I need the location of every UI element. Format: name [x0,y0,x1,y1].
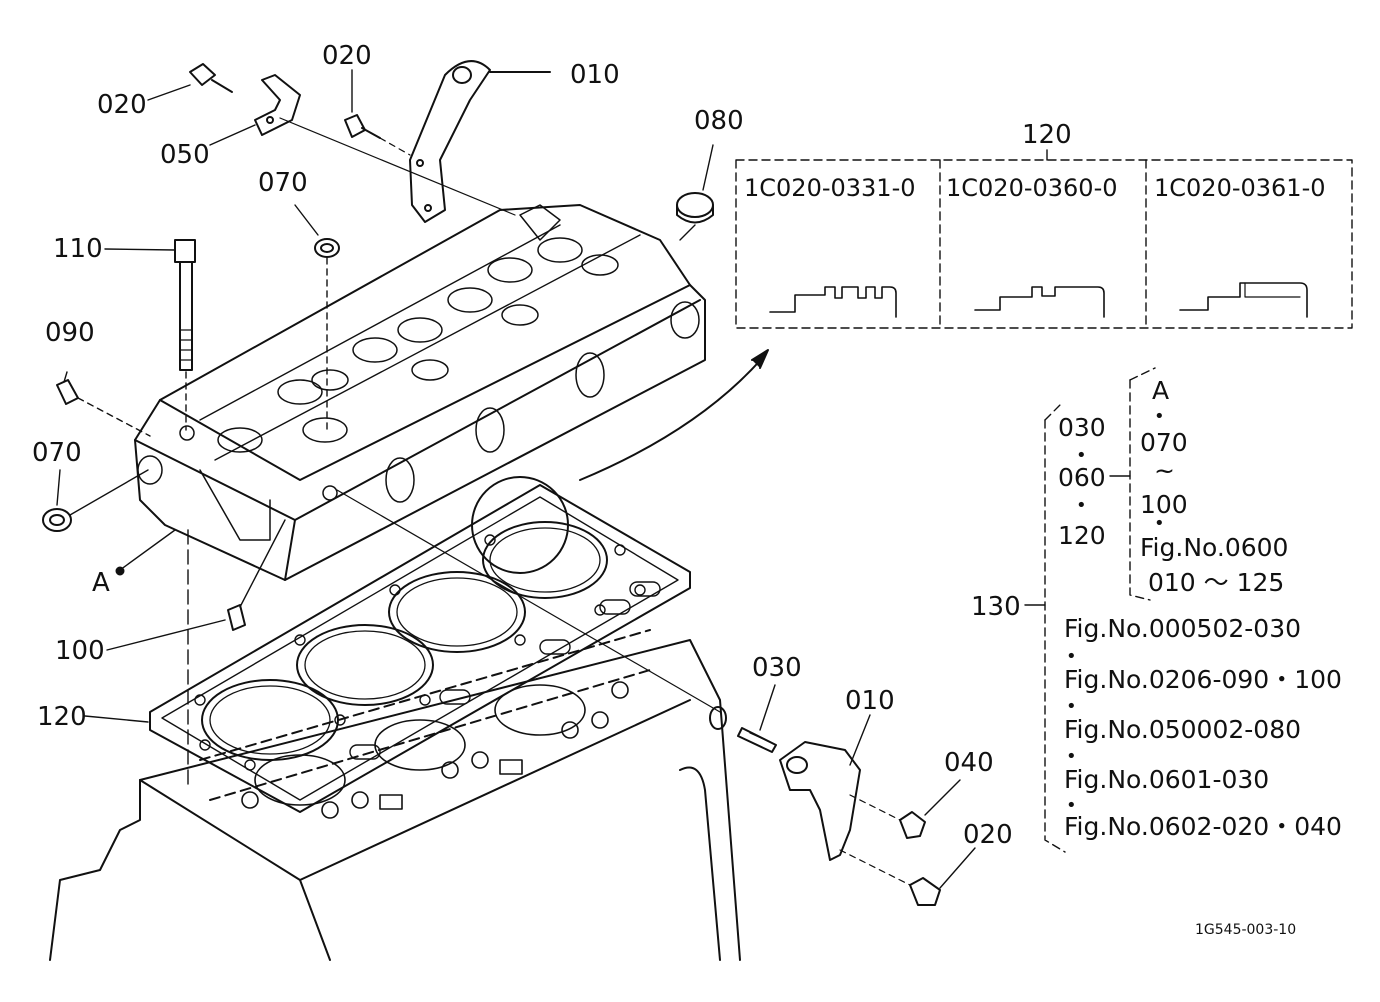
leader-lines [56,69,1046,889]
bolt-020-top-mid [344,114,411,156]
callout-120-left: 120 [37,702,87,732]
set-note-bracket-5: Fig.No.0600 [1140,533,1289,562]
set-note-fig-4: Fig.No.0601-030 [1064,765,1270,794]
seal-070-top [314,238,340,431]
detail-circle [471,476,569,574]
set-note-inner-3: 120 [1058,521,1106,550]
separator-dot: • [1076,495,1087,516]
bracket-050 [254,74,516,216]
callout-010-top: 010 [570,60,620,90]
set-note-bracket-1: A [1152,376,1170,405]
gasket-part-number-3: 1C020-0361-0 [1154,174,1326,202]
callout-090: 090 [45,318,95,348]
set-note-bracket-3: ~ [1154,456,1175,485]
callout-020-top-mid: 020 [322,41,372,71]
separator-dot: • [1066,795,1077,816]
point-a-marker [115,566,125,576]
set-notes-brackets [1044,367,1156,853]
callout-030: 030 [752,653,802,683]
bracket-010-bottom [336,489,861,861]
set-note-bracket-6: 010 ～ 125 [1148,568,1285,597]
callout-020-top-left: 020 [97,90,147,120]
gasket-part-number-2: 1C020-0360-0 [946,174,1118,202]
set-note-inner-1: 030 [1058,413,1106,442]
callout-a: A [92,568,110,598]
gasket-part-number-1: 1C020-0331-0 [744,174,916,202]
stud-030 [737,727,777,753]
seal-070-left [42,469,149,532]
set-note-inner-2: 060 [1058,463,1106,492]
nut-040 [849,794,926,839]
set-note-bracket-2: 070 [1140,428,1188,457]
engine-block-bores [241,681,629,819]
drawing-id: 1G545-003-10 [1195,922,1297,938]
callout-050: 050 [160,140,210,170]
gasket-options-box [735,159,1353,329]
callout-130: 130 [971,592,1021,622]
detail-arrow-head [751,349,769,369]
gasket-options-label: 120 [1022,120,1072,150]
callout-040: 040 [944,748,994,778]
separator-dot: • [1066,696,1077,717]
gasket-profile-1 [769,286,897,318]
separator-dot: • [1154,513,1165,534]
callout-070-top: 070 [258,168,308,198]
cylinder-head [134,204,706,581]
bolt-020-bottom [839,849,941,906]
bolt-020-top-left [189,63,233,93]
plug-080 [676,192,714,241]
callout-080: 080 [694,106,744,136]
callout-110: 110 [53,234,103,264]
callout-070-left: 070 [32,438,82,468]
separator-dot: • [1066,746,1077,767]
plug-100 [227,519,286,631]
separator-dot: • [1066,646,1077,667]
separator-dot: • [1076,445,1087,466]
set-note-fig-3: Fig.No.050002-080 [1064,715,1301,744]
bolt-110 [174,239,196,791]
separator-dot: • [1154,406,1165,427]
bracket-010-top [409,60,551,223]
set-note-fig-1: Fig.No.000502-030 [1064,614,1301,643]
head-gasket [149,484,691,813]
callout-020-bottom: 020 [963,820,1013,850]
gasket-profile-3 [1179,282,1308,318]
detail-arrow [579,354,766,481]
stud-090 [56,379,151,437]
set-note-fig-2: Fig.No.0206-090・100 [1064,665,1342,694]
callout-010-bottom: 010 [845,686,895,716]
set-note-fig-5: Fig.No.0602-020・040 [1064,812,1342,841]
set-note-bracket-4: 100 [1140,490,1188,519]
callout-100: 100 [55,636,105,666]
gasket-profile-2 [974,286,1105,318]
